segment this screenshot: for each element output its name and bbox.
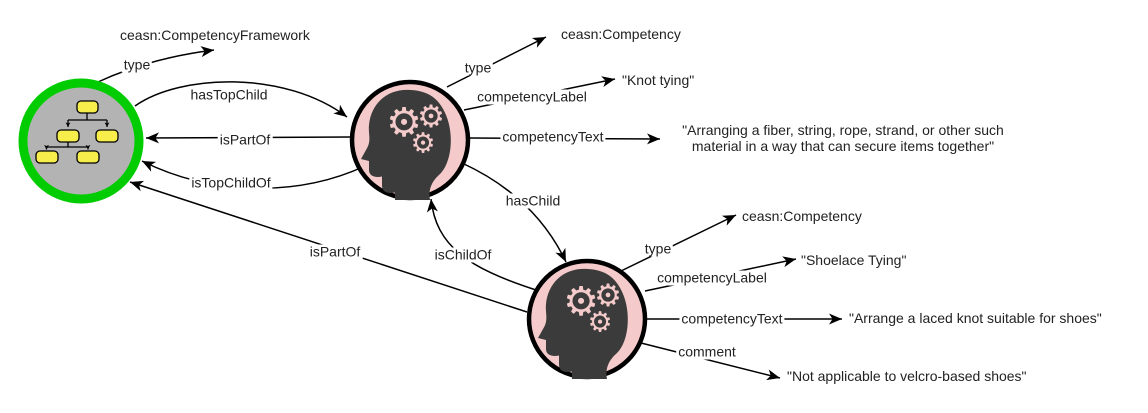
edge-label-isPartOf-shoelace: isPartOf: [307, 243, 363, 260]
tree-node-box: [95, 129, 119, 143]
gear-icon: ⚙: [410, 127, 435, 160]
literal-shoelace-label-value: "Shoelace Tying": [801, 252, 907, 268]
edge-label-isPartOf-knot: isPartOf: [217, 131, 273, 148]
edge-label-hasChild: hasChild: [503, 192, 563, 209]
framework-circle: [18, 78, 144, 204]
edge-label-isTopChildOf: isTopChildOf: [189, 174, 273, 191]
edge-label-isChildOf: isChildOf: [432, 246, 494, 263]
gear-icon: ⚙: [563, 279, 599, 325]
gear-icon: ⚙: [587, 306, 612, 339]
edge-label-knot-competencyText: competencyText: [500, 128, 606, 145]
gear-icon: ⚙: [386, 100, 422, 146]
edge-label-shoelace-type: type: [642, 240, 674, 257]
literal-knot-text-line1: "Arranging a fiber, string, rope, strand…: [682, 122, 1004, 138]
node-competency-framework: [18, 78, 144, 204]
org-chart-tree-icon: [35, 100, 119, 164]
edge-label-shoelace-comment: comment: [676, 343, 738, 360]
literal-shoelace-type-value: ceasn:Competency: [742, 208, 862, 224]
edge-shoelace-comment: [640, 342, 781, 381]
node-competency-knot-tying: ⚙ ⚙ ⚙: [349, 79, 471, 201]
edge-label-shoelace-competencyText: competencyText: [679, 310, 785, 327]
gear-icon: ⚙: [417, 99, 445, 135]
edge-knot-type: [446, 36, 547, 88]
edge-label-framework-type: type: [121, 56, 153, 73]
head-with-gears-icon: ⚙ ⚙ ⚙: [538, 268, 628, 379]
tree-node-box: [35, 150, 59, 164]
edge-label-knot-type: type: [462, 59, 494, 76]
literal-knot-label-value: "Knot tying": [622, 72, 695, 88]
tree-node-box: [56, 129, 80, 143]
gear-icon: ⚙: [594, 278, 622, 314]
literal-knot-text-line2: material in a way that can secure items …: [691, 138, 995, 154]
edge-hasTopChild: [134, 81, 348, 118]
tree-node-box: [76, 100, 99, 114]
tree-node-box: [76, 150, 100, 164]
edge-isChildOf: [426, 198, 537, 291]
literal-shoelace-comment-value: "Not applicable to velcro-based shoes": [787, 368, 1027, 384]
node-competency-shoelace-tying: ⚙ ⚙ ⚙: [526, 258, 648, 380]
edge-framework-type: [97, 46, 215, 83]
literal-knot-text-value: "Arranging a fiber, string, rope, strand…: [664, 122, 1022, 154]
edge-label-knot-competencyLabel: competencyLabel: [475, 88, 589, 105]
edge-label-shoelace-competencyLabel: competencyLabel: [655, 269, 769, 286]
edge-label-hasTopChild: hasTopChild: [188, 86, 270, 103]
edge-shoelace-type: [620, 214, 737, 272]
literal-shoelace-text-value: "Arrange a laced knot suitable for shoes…: [849, 310, 1102, 326]
literal-knot-type-value: ceasn:Competency: [561, 26, 681, 42]
literal-framework-type-value: ceasn:CompetencyFramework: [120, 27, 310, 43]
head-with-gears-icon: ⚙ ⚙ ⚙: [361, 89, 451, 200]
